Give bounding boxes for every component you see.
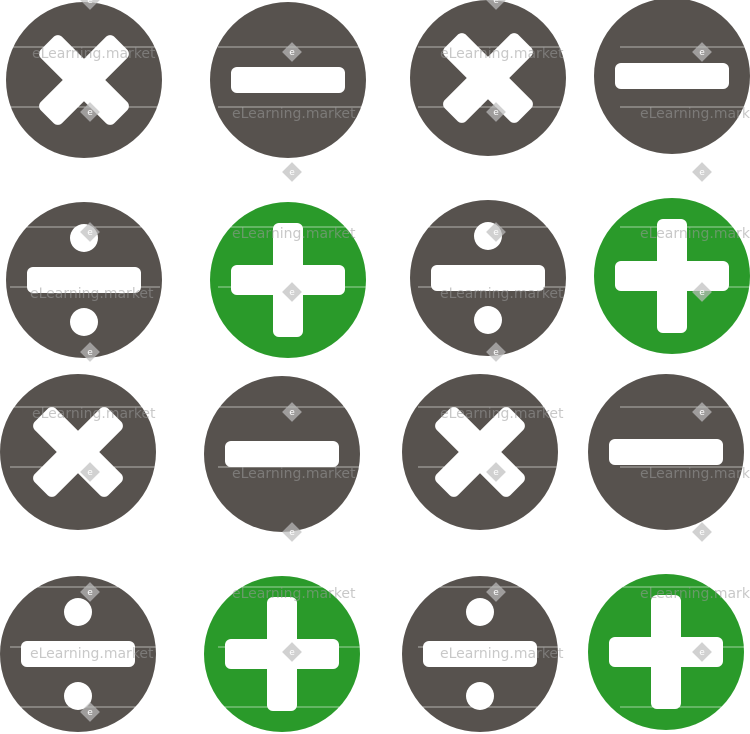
watermark-text: eLearning.market	[440, 46, 564, 62]
watermark-text: eLearning.market	[640, 226, 750, 242]
watermark-text: eLearning.market	[232, 586, 356, 602]
svg-text:e: e	[87, 108, 93, 118]
svg-text:e: e	[699, 168, 705, 178]
svg-text:e: e	[289, 48, 295, 58]
watermark-badge: e	[282, 162, 302, 182]
watermark-badge: e	[486, 102, 506, 122]
svg-text:e: e	[87, 588, 93, 598]
svg-text:e: e	[289, 648, 295, 658]
watermark-badge: e	[692, 642, 712, 662]
icon-divide-gray	[410, 200, 566, 356]
svg-text:e: e	[493, 468, 499, 478]
icon-minus-gray	[210, 2, 366, 158]
icon-multiply-gray	[402, 374, 558, 530]
svg-text:e: e	[87, 708, 93, 718]
svg-text:e: e	[493, 348, 499, 358]
multiply-icon	[39, 35, 129, 125]
minus-icon	[225, 441, 339, 467]
minus-icon	[231, 67, 345, 93]
watermark-text: eLearning.market	[32, 406, 156, 422]
watermark-badge: e	[282, 642, 302, 662]
svg-text:e: e	[289, 408, 295, 418]
watermark-badge: e	[282, 402, 302, 422]
watermark-badge: e	[486, 582, 506, 602]
watermark-badge: e	[486, 462, 506, 482]
icon-plus-green	[588, 574, 744, 730]
plus-icon	[615, 219, 729, 333]
icon-multiply-gray	[410, 0, 566, 156]
watermark-text: eLearning.market	[440, 406, 564, 422]
svg-text:e: e	[493, 0, 499, 6]
svg-text:e: e	[289, 528, 295, 538]
icon-minus-gray	[594, 0, 750, 154]
icon-minus-gray	[204, 376, 360, 532]
minus-icon	[615, 63, 729, 89]
svg-text:e: e	[699, 288, 705, 298]
svg-text:e: e	[699, 408, 705, 418]
icon-divide-gray	[402, 576, 558, 732]
watermark-text: eLearning.market	[30, 646, 154, 662]
watermark-badge: e	[80, 102, 100, 122]
svg-text:e: e	[87, 348, 93, 358]
svg-text:e: e	[699, 48, 705, 58]
watermark-text: eLearning.market	[640, 466, 750, 482]
watermark-text: eLearning.market	[232, 226, 356, 242]
multiply-icon	[33, 407, 123, 497]
watermark-text: eLearning.market	[32, 46, 156, 62]
watermark-text: eLearning.market	[232, 106, 356, 122]
icon-minus-gray	[588, 374, 744, 530]
watermark-badge: e	[692, 522, 712, 542]
watermark-text: eLearning.market	[640, 106, 750, 122]
watermark-text: eLearning.market	[30, 286, 154, 302]
watermark-badge: e	[692, 282, 712, 302]
watermark-badge: e	[282, 282, 302, 302]
watermark-badge: e	[80, 462, 100, 482]
watermark-text: eLearning.market	[440, 646, 564, 662]
svg-text:e: e	[493, 108, 499, 118]
svg-text:e: e	[493, 588, 499, 598]
watermark-badge: e	[282, 42, 302, 62]
svg-text:e: e	[289, 288, 295, 298]
plus-icon	[609, 595, 723, 709]
watermark-text: eLearning.market	[440, 286, 564, 302]
svg-text:e: e	[87, 228, 93, 238]
svg-text:e: e	[87, 468, 93, 478]
icon-multiply-gray	[6, 2, 162, 158]
watermark-badge: e	[692, 162, 712, 182]
watermark-layer: eLearning.market eLearning.market eLearnin…	[10, 0, 750, 722]
svg-text:e: e	[699, 528, 705, 538]
watermark-badge: e	[486, 222, 506, 242]
svg-text:e: e	[87, 0, 93, 6]
svg-text:e: e	[699, 648, 705, 658]
minus-icon	[609, 439, 723, 465]
watermark-badge: e	[282, 522, 302, 542]
watermark-badge: e	[80, 342, 100, 362]
watermark-badge: e	[486, 0, 506, 10]
multiply-icon	[443, 33, 533, 123]
icon-plus-green	[594, 198, 750, 354]
watermark-badge: e	[692, 402, 712, 422]
watermark-text: eLearning.market	[232, 466, 356, 482]
watermark-text: eLearning.market	[640, 586, 750, 602]
watermark-badge: e	[80, 0, 100, 10]
icon-multiply-gray	[0, 374, 156, 530]
watermark-badge: e	[80, 222, 100, 242]
watermark-badge: e	[486, 342, 506, 362]
svg-text:e: e	[493, 228, 499, 238]
icon-divide-gray	[6, 202, 162, 358]
svg-text:e: e	[289, 168, 295, 178]
